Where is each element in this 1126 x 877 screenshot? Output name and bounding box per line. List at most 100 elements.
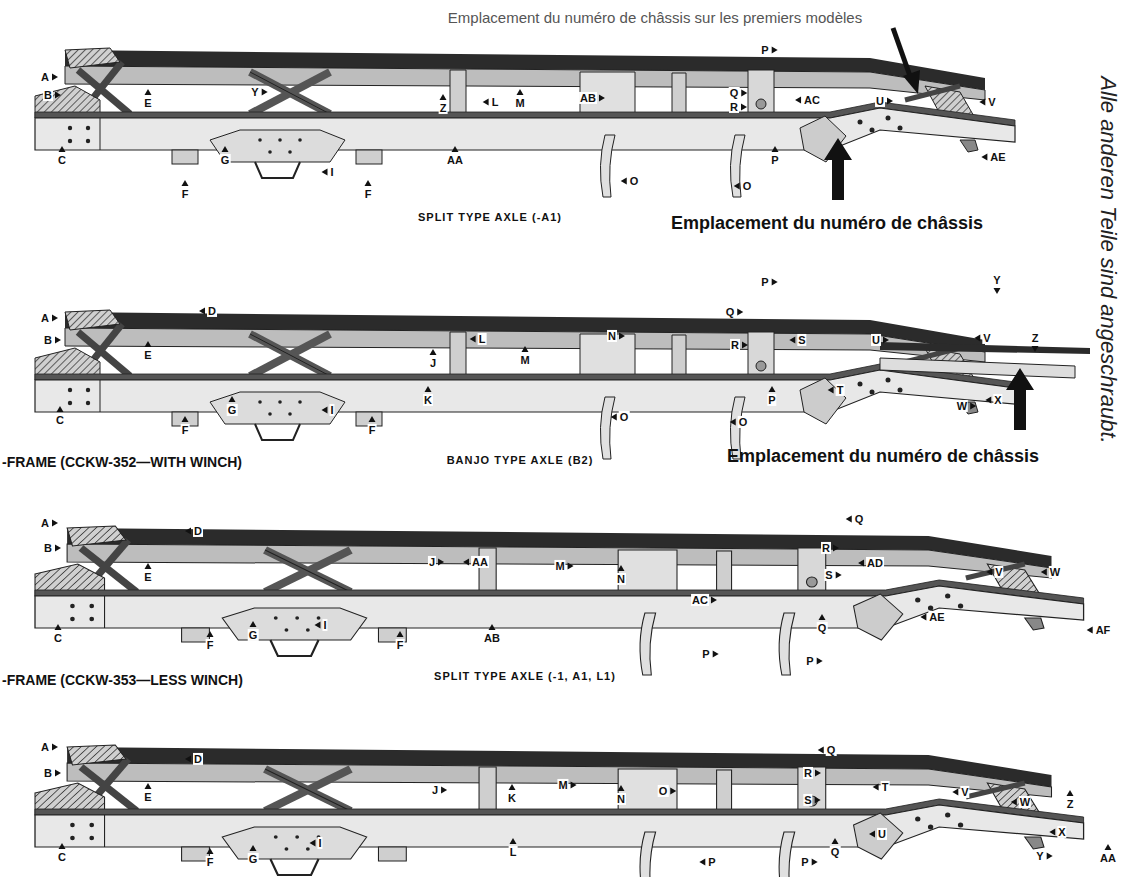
pointer-triangle <box>1067 790 1074 796</box>
callout-letter: C <box>55 414 65 426</box>
callout-letter: L <box>491 96 500 108</box>
callout-letter: Q <box>817 622 828 634</box>
callout-letter: E <box>143 791 152 803</box>
pointer-triangle <box>52 74 58 81</box>
callout-letter: AE <box>989 151 1006 163</box>
callout-letter: AA <box>446 154 464 166</box>
pointer-triangle <box>920 614 926 621</box>
pointer-triangle <box>262 89 268 96</box>
callout-letter: F <box>181 424 190 436</box>
pointer-triangle <box>509 784 516 790</box>
callout-letter: G <box>220 154 231 166</box>
axle-caption: SPLIT TYPE AXLE (-A1) <box>418 211 562 223</box>
pointer-triangle <box>207 848 214 854</box>
callout-letter: V <box>960 786 969 798</box>
callout-letter: N <box>616 573 626 585</box>
pointer-triangle <box>769 386 776 392</box>
pointer-triangle <box>250 621 257 627</box>
callout-letter: L <box>478 333 487 345</box>
callout-letter: C <box>57 851 67 863</box>
pointer-triangle <box>430 349 437 355</box>
pointer-triangle <box>979 99 985 106</box>
callout-letter: C <box>57 154 67 166</box>
callout-letter: P <box>805 655 814 667</box>
callout-letter: S <box>824 569 833 581</box>
pointer-triangle <box>711 597 717 604</box>
pointer-triangle <box>974 335 980 342</box>
callout-letter: M <box>557 779 568 791</box>
pointer-triangle <box>970 403 976 410</box>
pointer-triangle <box>182 180 189 186</box>
callout-letter: D <box>193 753 203 765</box>
callout-letter: X <box>993 394 1002 406</box>
callout-letter: M <box>514 97 525 109</box>
callout-letter: B <box>43 767 53 779</box>
pointer-triangle <box>440 94 447 100</box>
callout-letter: AA <box>471 556 489 568</box>
callout-letter: K <box>507 792 517 804</box>
callout-letter: R <box>803 767 813 779</box>
callout-letter: A <box>40 71 50 83</box>
callout-letter: P <box>707 856 716 868</box>
pointer-triangle <box>250 845 257 851</box>
pointer-triangle <box>517 89 524 95</box>
callout-letter: M <box>519 354 530 366</box>
location-note: Emplacement du numéro de châssis <box>727 447 1039 467</box>
callout-letter: C <box>53 632 63 644</box>
callout-letter: P <box>760 44 769 56</box>
callout-letter: P <box>701 648 710 660</box>
callout-letter: Y <box>1035 850 1044 862</box>
pointer-triangle <box>321 407 327 414</box>
pointer-triangle <box>699 859 705 866</box>
callout-letter: AF <box>1095 624 1112 636</box>
callout-letter: P <box>800 856 809 868</box>
pointer-triangle <box>185 528 191 535</box>
callout-letter: O <box>658 785 669 797</box>
callout-letter: F <box>396 639 405 651</box>
pointer-triangle <box>199 308 205 315</box>
pointer-triangle <box>470 336 476 343</box>
pointer-triangle <box>207 631 214 637</box>
pointer-triangle <box>817 658 823 665</box>
pointer-triangle <box>145 783 152 789</box>
pointer-triangle <box>309 840 315 847</box>
pointer-triangle <box>713 651 719 658</box>
callout-letter: O <box>619 411 630 423</box>
pointer-triangle <box>55 92 61 99</box>
callout-letter: E <box>143 349 152 361</box>
pointer-triangle <box>145 89 152 95</box>
location-note: Emplacement du numéro de châssis sur les… <box>448 10 862 27</box>
callout-letter: P <box>770 154 779 166</box>
pointer-triangle <box>522 346 529 352</box>
callout-letter: G <box>248 629 259 641</box>
pointer-triangle <box>59 843 66 849</box>
pointer-triangle <box>229 396 236 402</box>
callout-letter: S <box>803 794 812 806</box>
pointer-triangle <box>55 337 61 344</box>
callout-letter: Q <box>830 846 841 858</box>
pointer-triangle <box>618 785 625 791</box>
pointer-triangle <box>483 99 489 106</box>
pointer-triangle <box>836 572 842 579</box>
callout-letter: R <box>821 542 831 554</box>
pointer-triangle <box>819 614 826 620</box>
pointer-triangle <box>145 563 152 569</box>
pointer-triangle <box>314 622 320 629</box>
callout-letter: F <box>206 639 215 651</box>
pointer-triangle <box>981 154 987 161</box>
callout-letter: N <box>607 330 617 342</box>
callout-letter: J <box>428 556 436 568</box>
callout-letter: E <box>143 97 152 109</box>
pointer-triangle <box>815 770 821 777</box>
callout-letter: L <box>509 846 518 858</box>
callout-letter: B <box>43 334 53 346</box>
frame-caption: -FRAME (CCKW-352—WITH WINCH) <box>2 455 242 470</box>
pointer-triangle <box>1047 853 1053 860</box>
pointer-triangle <box>185 756 191 763</box>
callout-letter: W <box>1049 566 1061 578</box>
pointer-triangle <box>568 563 574 570</box>
callout-letter: AB <box>579 92 597 104</box>
pointer-triangle <box>994 288 1001 294</box>
